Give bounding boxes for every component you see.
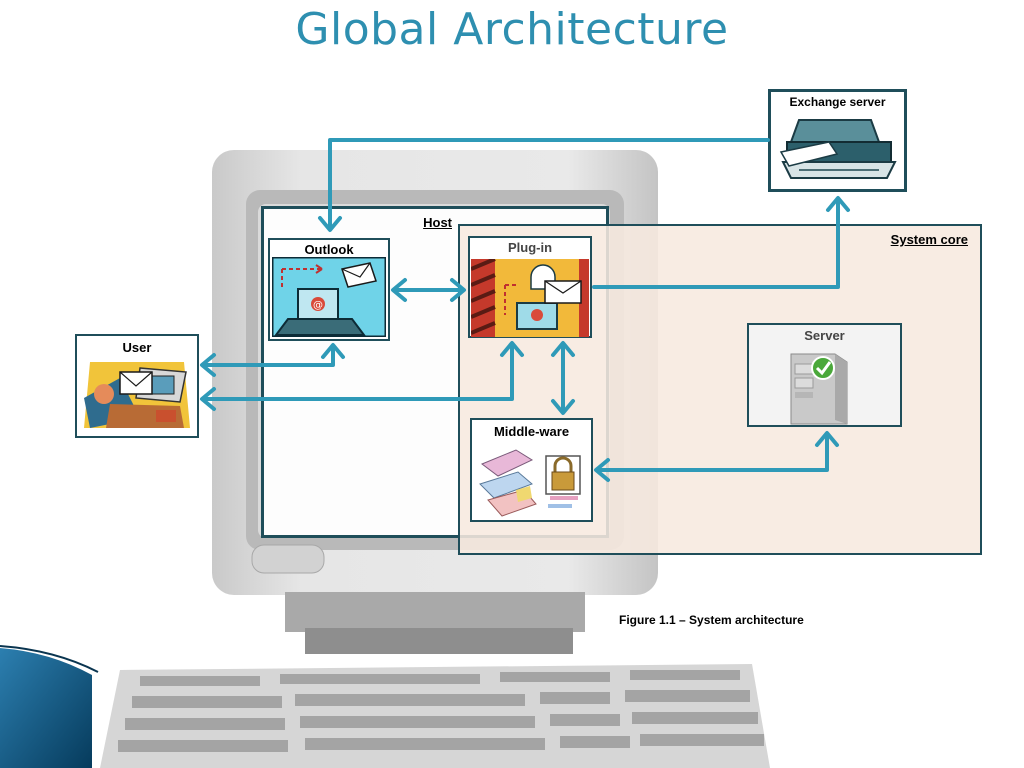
- host-label: Host: [423, 215, 452, 230]
- server-label: Server: [804, 328, 845, 343]
- exchange-server-label: Exchange server: [789, 95, 886, 109]
- monitor-base-panel: [285, 592, 585, 632]
- monitor-stand: [305, 628, 573, 654]
- user-at-desk-icon: [84, 362, 190, 428]
- user-box: User: [75, 334, 199, 438]
- plugin-label: Plug-in: [507, 240, 553, 255]
- plugin-box: Plug-in: [468, 236, 592, 338]
- slide-title: Global Architecture: [295, 4, 729, 55]
- middleware-box: Middle-ware: [470, 418, 593, 522]
- slide-corner-decoration: [0, 648, 92, 768]
- server-box: Server: [747, 323, 902, 427]
- outlook-box: Outlook @: [268, 238, 390, 341]
- padlock-icon: [479, 449, 581, 517]
- monitor-button: [251, 544, 325, 574]
- outlook-label: Outlook: [304, 242, 354, 257]
- plugin-email-icon: [471, 259, 589, 337]
- server-tower-icon: [790, 353, 848, 425]
- exchange-server-box: Exchange server: [768, 89, 907, 192]
- middleware-label: Middle-ware: [493, 424, 570, 439]
- figure-caption: Figure 1.1 – System architecture: [619, 613, 804, 627]
- system-core-label: System core: [890, 232, 968, 247]
- email-computer-icon: @: [272, 257, 386, 337]
- printer-icon: [779, 119, 897, 179]
- user-label: User: [122, 340, 152, 355]
- keyboard-keys: [118, 670, 764, 752]
- svg-text:@: @: [313, 300, 323, 311]
